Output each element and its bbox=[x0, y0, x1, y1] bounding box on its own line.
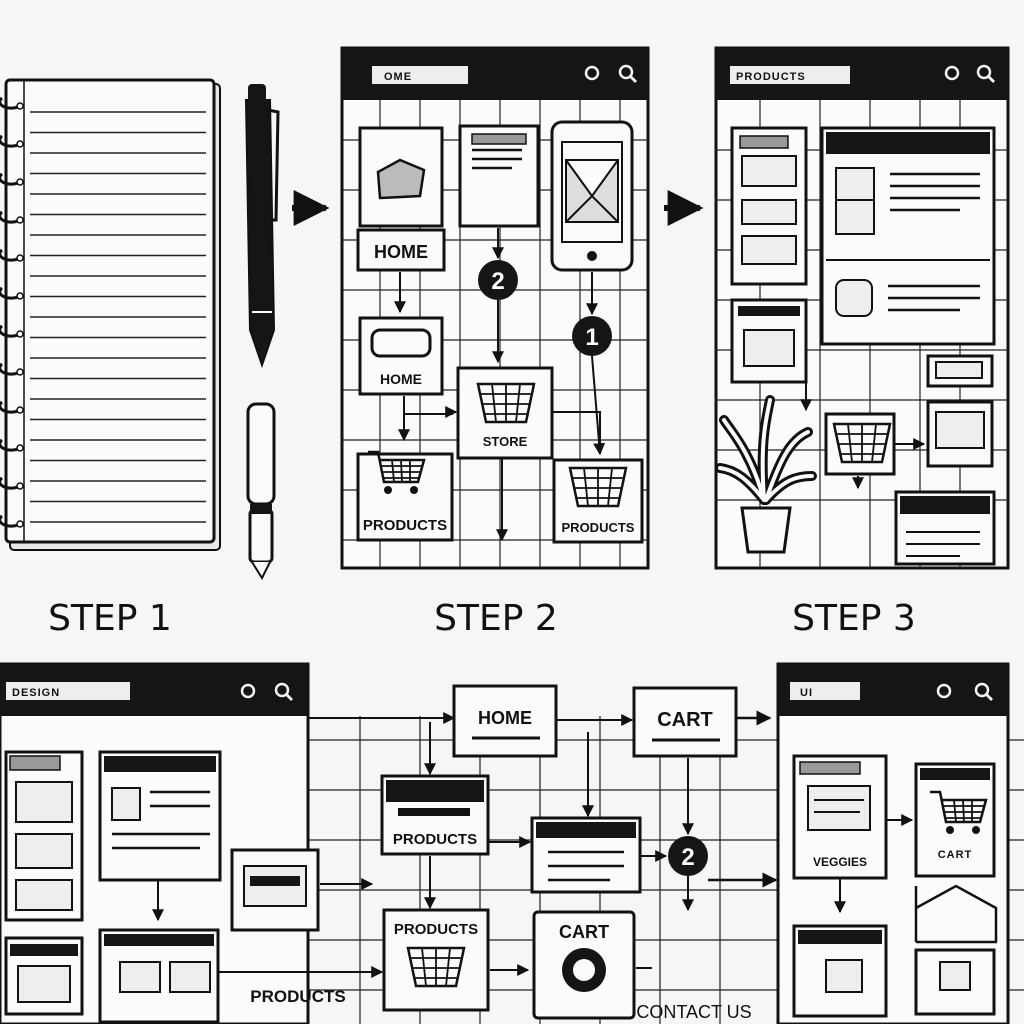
step-3-label: STEP 3 bbox=[792, 598, 916, 639]
svg-text:HOME: HOME bbox=[380, 371, 422, 387]
svg-text:HOME: HOME bbox=[478, 708, 532, 728]
bottom-right-frame-title: UI bbox=[800, 687, 813, 699]
flow-diagram: DESIGN PRODUCTS HOME CART PROD bbox=[0, 662, 1024, 1024]
step3-frame: PRODUCTS bbox=[714, 46, 1010, 570]
step2-frame: OME HOME 2 1 HOME STORE PRODUCTS bbox=[340, 46, 650, 570]
badge-2-top bbox=[478, 260, 518, 300]
svg-text:1: 1 bbox=[585, 324, 598, 351]
svg-text:2: 2 bbox=[681, 844, 694, 871]
node-home-top[interactable] bbox=[356, 228, 446, 272]
svg-text:PRODUCTS: PRODUCTS bbox=[562, 520, 635, 535]
step-1-label: STEP 1 bbox=[48, 598, 172, 639]
svg-text:CART: CART bbox=[938, 849, 973, 861]
step-2-label: STEP 2 bbox=[434, 598, 558, 639]
notebook-icon bbox=[0, 78, 221, 551]
svg-text:PRODUCTS: PRODUCTS bbox=[363, 517, 447, 534]
node-cart-bottom[interactable] bbox=[632, 686, 738, 758]
step3-frame-title: PRODUCTS bbox=[736, 71, 806, 83]
svg-text:CART: CART bbox=[559, 922, 609, 942]
bottom-left-frame-title: DESIGN bbox=[12, 687, 60, 699]
svg-text:HOME: HOME bbox=[374, 242, 428, 262]
badge-2-bottom bbox=[668, 836, 708, 876]
node-products-a[interactable] bbox=[356, 452, 454, 542]
step2-frame-title: OME bbox=[384, 71, 412, 83]
node-products-c[interactable]: PRODUCTS bbox=[250, 987, 345, 1006]
pen-icon bbox=[244, 84, 280, 369]
marker-icon bbox=[246, 402, 276, 581]
svg-text:2: 2 bbox=[491, 268, 504, 295]
badge-1 bbox=[572, 316, 612, 356]
node-contact[interactable]: CONTACT US bbox=[636, 1002, 751, 1022]
svg-text:PRODUCTS: PRODUCTS bbox=[394, 921, 478, 938]
svg-text:STORE: STORE bbox=[483, 434, 528, 449]
mobile-icon bbox=[550, 120, 634, 272]
plant-icon bbox=[715, 395, 817, 554]
svg-text:CART: CART bbox=[657, 709, 713, 731]
svg-text:VEGGIES: VEGGIES bbox=[813, 855, 867, 869]
svg-text:PRODUCTS: PRODUCTS bbox=[393, 831, 477, 848]
